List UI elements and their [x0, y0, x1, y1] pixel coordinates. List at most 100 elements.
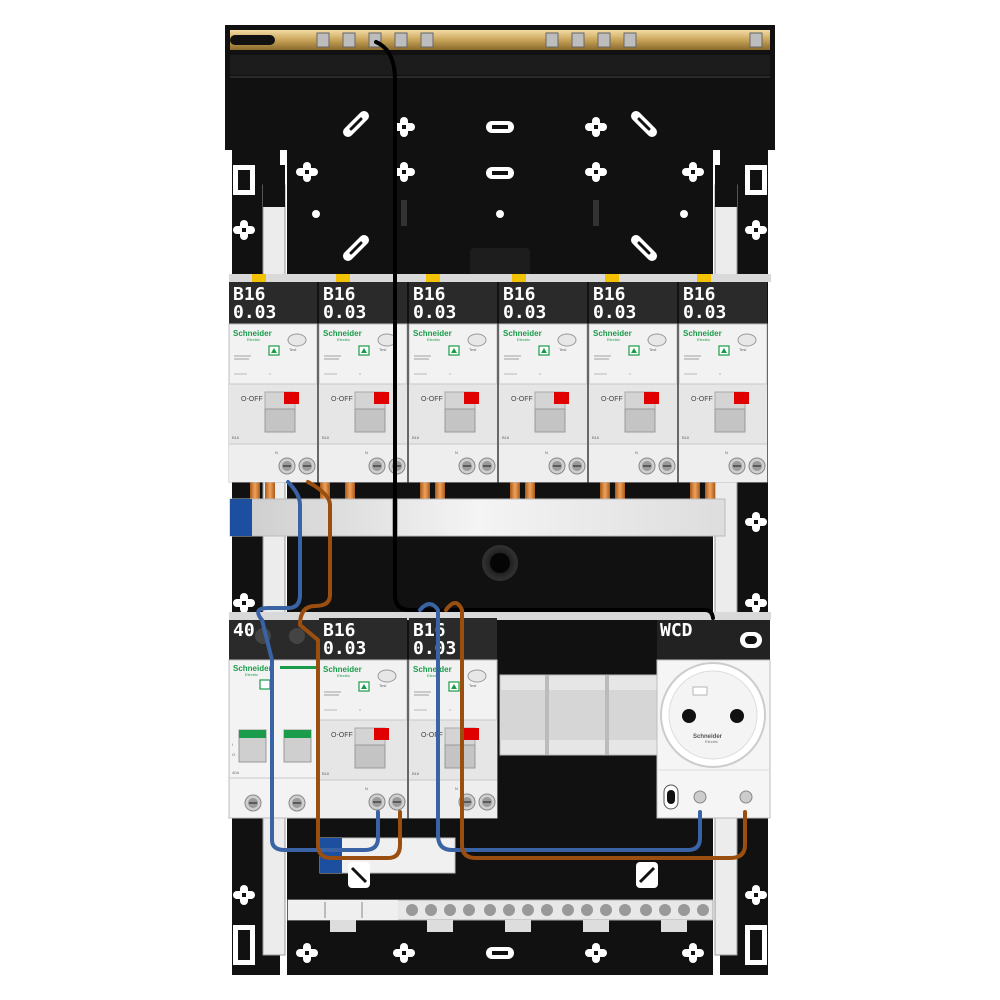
toggle-lever[interactable] — [355, 409, 385, 432]
red-trip-indicator — [734, 392, 749, 404]
module-label-plate — [679, 282, 767, 324]
main-switch-rating: 40 — [233, 620, 255, 641]
off-label: O-OFF — [511, 396, 533, 403]
module-brand: Schneider — [503, 329, 542, 338]
module-label-plate — [229, 282, 317, 324]
socket-label: WCD — [660, 620, 693, 641]
wiring — [256, 40, 747, 860]
module-brand-sub: Electric — [697, 337, 710, 342]
module-label-plate — [409, 618, 497, 660]
row1-devices: B160.03SchneiderElectricTestO-OFFB16NB16… — [228, 282, 768, 483]
module-sensitivity: 0.03 — [413, 638, 456, 659]
module-brand: Schneider — [413, 329, 452, 338]
module-rating: B16 — [233, 284, 266, 305]
screw-terminal-icon — [458, 457, 476, 475]
red-trip-indicator — [554, 392, 569, 404]
module-brand: Schneider — [413, 665, 452, 674]
test-button-icon[interactable]: Test — [469, 347, 477, 352]
top-cover — [230, 30, 770, 78]
toggle-lever[interactable] — [715, 409, 745, 432]
module-sensitivity: 0.03 — [233, 302, 276, 323]
svg-text:I: I — [232, 742, 233, 747]
module-sensitivity: 0.03 — [413, 302, 456, 323]
module-brand: Schneider — [593, 329, 632, 338]
screw-terminal-icon — [638, 457, 656, 475]
svg-text:Electric: Electric — [705, 739, 718, 744]
module-brand-sub: Electric — [427, 673, 440, 678]
module-brand: Schneider — [323, 665, 362, 674]
screw-terminal-icon — [658, 457, 676, 475]
bottom-label: B16 — [232, 435, 240, 440]
screw-terminal-icon — [388, 793, 406, 811]
red-trip-indicator — [284, 392, 299, 404]
module-label-plate — [499, 282, 587, 324]
screw-terminal-icon — [548, 457, 566, 475]
module-brand-sub: Electric — [517, 337, 530, 342]
toggle-lever[interactable] — [625, 409, 655, 432]
bottom-label: B16 — [682, 435, 690, 440]
off-label: O-OFF — [601, 396, 623, 403]
test-button-icon[interactable]: Test — [739, 347, 747, 352]
screw-terminal-icon — [278, 457, 296, 475]
module-brand-sub: Electric — [427, 337, 440, 342]
row1-busbar — [229, 480, 726, 537]
terminal-label: N — [635, 450, 638, 455]
module-brand: Schneider — [323, 329, 362, 338]
test-button-icon[interactable]: Test — [379, 683, 387, 688]
toggle-lever[interactable] — [445, 409, 475, 432]
screw-terminal-icon — [288, 794, 306, 812]
neutral-wire-1 — [256, 480, 380, 852]
red-trip-indicator — [374, 392, 389, 404]
module-rating: B16 — [323, 620, 356, 641]
screw-terminal-icon — [568, 457, 586, 475]
socket-outlet[interactable]: WCD Schneider Electric — [656, 620, 771, 819]
off-label: O-OFF — [421, 732, 443, 739]
module-label-plate — [319, 282, 407, 324]
red-trip-indicator — [464, 392, 479, 404]
svg-text:40A: 40A — [232, 770, 239, 775]
bottom-label: B16 — [592, 435, 600, 440]
screw-terminal-icon — [748, 457, 766, 475]
terminal-label: N — [455, 786, 458, 791]
bottom-label: B16 — [322, 771, 330, 776]
module-brand-sub: Electric — [337, 673, 350, 678]
module-rating: B16 — [683, 284, 716, 305]
test-button-icon[interactable]: Test — [649, 347, 657, 352]
module-sensitivity: 0.03 — [683, 302, 726, 323]
neutral-wire-2 — [418, 602, 702, 852]
bottom-label: B16 — [322, 435, 330, 440]
module-rating: B16 — [593, 284, 626, 305]
test-button-icon[interactable]: Test — [289, 347, 297, 352]
live-wire-2 — [444, 601, 747, 860]
mounting-holes — [233, 111, 767, 965]
toggle-lever[interactable] — [265, 409, 295, 432]
module-brand: Schneider — [683, 329, 722, 338]
screw-terminal-icon — [368, 793, 386, 811]
toggle-lever[interactable] — [535, 409, 565, 432]
off-label: O-OFF — [241, 396, 263, 403]
module-rating: B16 — [323, 284, 356, 305]
toggle-lever[interactable] — [355, 745, 385, 768]
test-button-icon[interactable]: Test — [559, 347, 567, 352]
test-button-icon[interactable]: Test — [469, 683, 477, 688]
screw-terminal-icon — [368, 457, 386, 475]
earth-bar — [230, 30, 770, 50]
module-label-plate — [319, 618, 407, 660]
module-brand: Schneider — [233, 329, 272, 338]
row2-rail — [229, 612, 771, 756]
module-rating: B16 — [413, 284, 446, 305]
live-wire-1 — [298, 480, 402, 860]
bottom-label: B16 — [412, 435, 420, 440]
module-label-plate — [589, 282, 677, 324]
test-button-icon[interactable]: Test — [379, 347, 387, 352]
off-label: O-OFF — [331, 732, 353, 739]
